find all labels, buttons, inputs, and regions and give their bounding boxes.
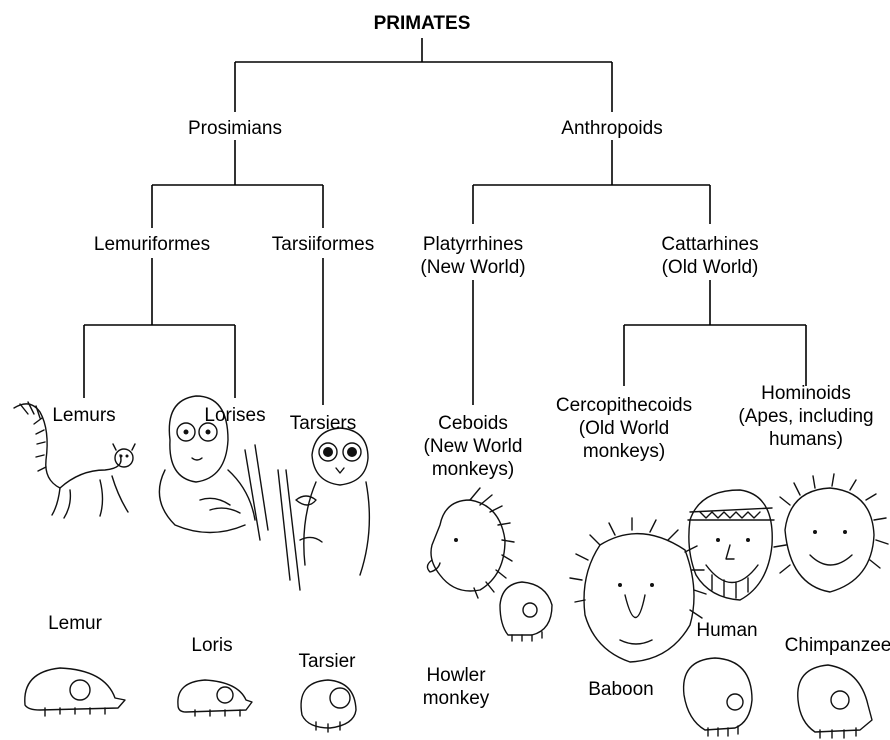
tree-connectors (83, 38, 807, 405)
hominoids-label: Hominoids (Apes, including humans) (738, 382, 873, 451)
lemur-species-label: Lemur (48, 613, 102, 634)
lemurs-label: Lemurs (52, 405, 116, 426)
ceboids-line3: monkeys) (431, 459, 515, 480)
cattarhines-line2: (Old World) (661, 257, 759, 278)
tarsier-species-label: Tarsier (298, 651, 356, 672)
platyrrhines-line2: (New World) (420, 257, 526, 278)
hominoids-line1: Hominoids (761, 383, 851, 404)
chimpanzee-species-label: Chimpanzee (784, 635, 890, 656)
baboon-species-label: Baboon (588, 679, 654, 700)
loris-species-label: Loris (191, 635, 233, 656)
tarsier-skull-icon (300, 679, 357, 733)
root-label: PRIMATES (373, 13, 471, 34)
loris-skull-icon (177, 679, 253, 717)
cercopithecoids-line3: monkeys) (582, 441, 666, 462)
lorises-label: Lorises (204, 405, 266, 426)
tarsier-drawing (277, 427, 371, 591)
howler-line2: monkey (422, 688, 490, 709)
howler-monkey-drawing (426, 487, 515, 599)
lemur-skull-icon (24, 667, 126, 717)
tarsiiformes-label: Tarsiiformes (271, 234, 375, 255)
ceboids-line1: Ceboids (438, 413, 508, 434)
howler-skull-icon (499, 581, 553, 642)
hominoids-line2: (Apes, including (738, 406, 874, 427)
cercopithecoids-line2: (Old World (578, 418, 670, 439)
human-species-label: Human (696, 620, 758, 641)
cercopithecoids-label: Cercopithecoids (Old World monkeys) (556, 394, 692, 463)
prosimians-label: Prosimians (188, 118, 282, 139)
cercopithecoids-line1: Cercopithecoids (555, 395, 693, 416)
chimpanzee-skull-icon (797, 664, 873, 739)
anthropoids-label: Anthropoids (561, 118, 663, 139)
lemuriformes-label: Lemuriformes (93, 234, 211, 255)
hominoids-line3: humans) (769, 429, 843, 450)
howler-line1: Howler (426, 665, 486, 686)
chimpanzee-drawing (773, 473, 889, 593)
human-skull-icon (682, 657, 753, 737)
ceboids-label: Ceboids (New World monkeys) (424, 412, 523, 481)
cattarhines-label: Cattarhines (Old World) (661, 233, 758, 279)
tarsiers-label: Tarsiers (289, 413, 357, 434)
platyrrhines-line1: Platyrrhines (422, 234, 524, 255)
lemur-drawing (13, 401, 136, 519)
human-drawing (687, 489, 775, 601)
loris-drawing (158, 395, 269, 541)
ceboids-line2: (New World (423, 436, 523, 457)
baboon-drawing (569, 517, 707, 663)
howler-species-label: Howler monkey (423, 664, 490, 710)
cattarhines-line1: Cattarhines (661, 234, 759, 255)
platyrrhines-label: Platyrrhines (New World) (420, 233, 525, 279)
